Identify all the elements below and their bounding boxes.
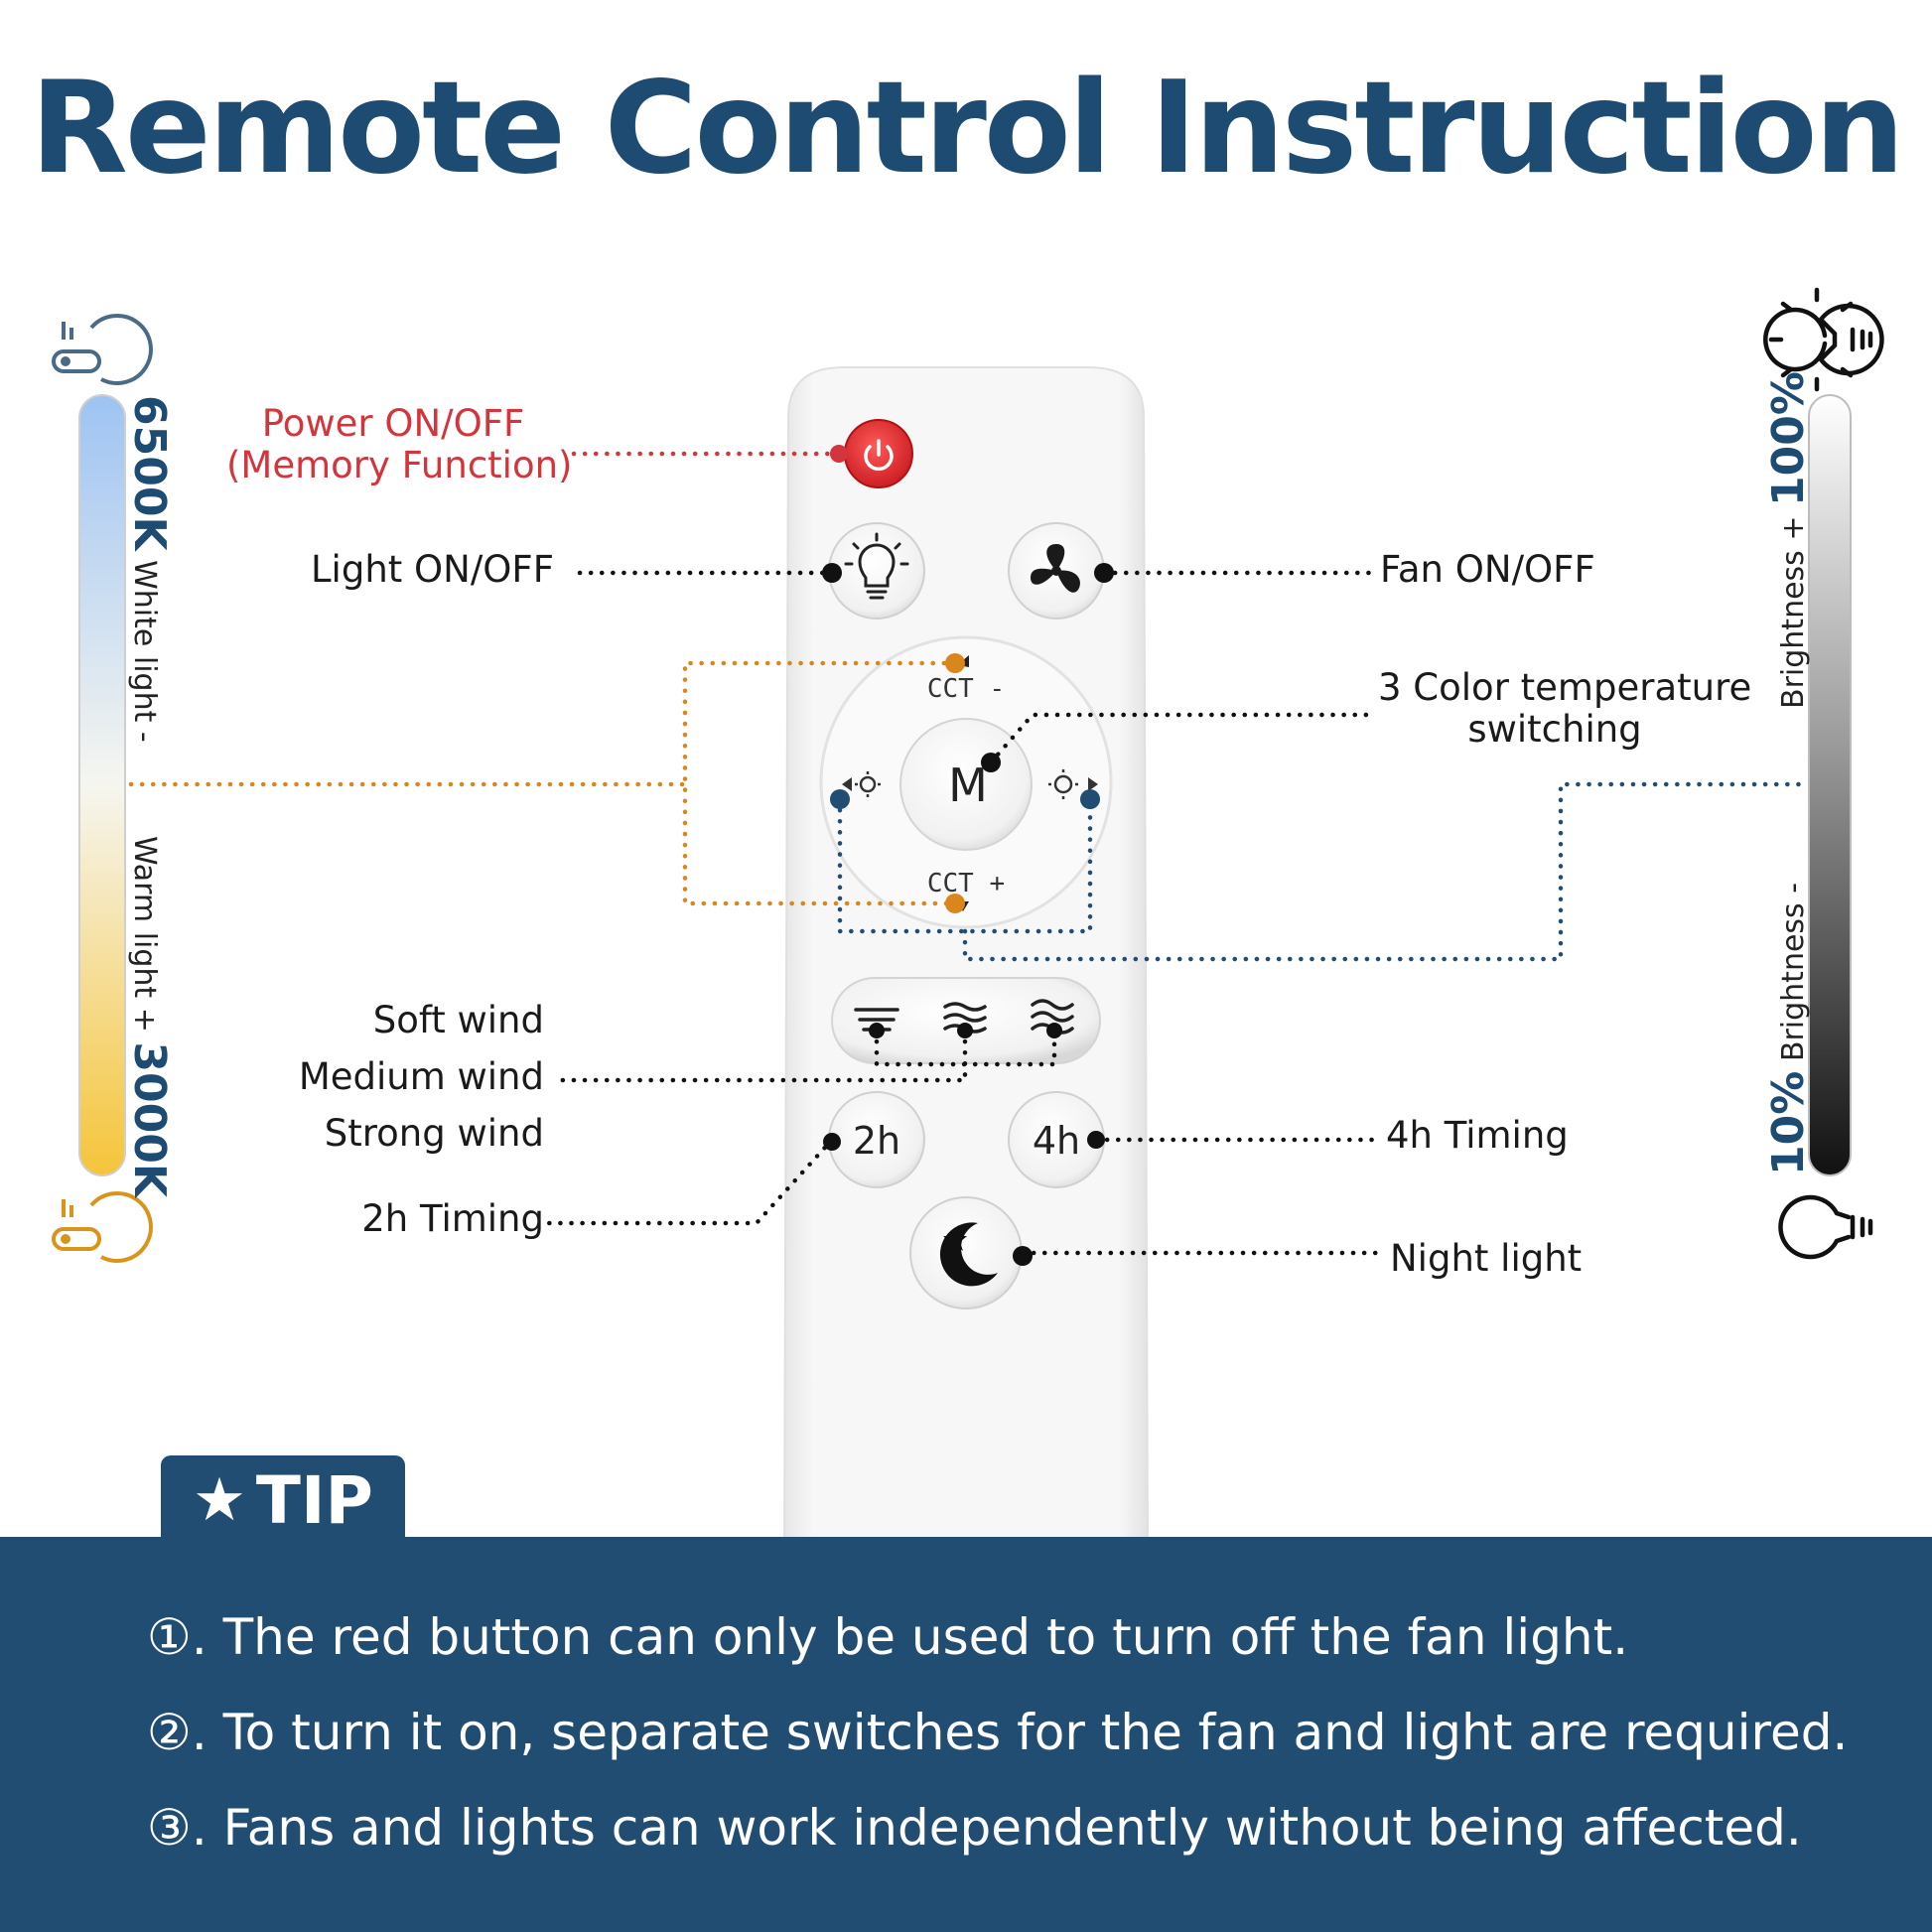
cct-top-caption: 6500K White light - <box>124 395 175 743</box>
brightness-down-button[interactable] <box>842 771 881 797</box>
fan-label: Fan ON/OFF <box>1380 548 1595 591</box>
brightness-top-text: Brightness + <box>1776 515 1811 709</box>
power-label-line2: (Memory Function) <box>226 444 573 486</box>
cool-bulb-icon <box>52 313 153 385</box>
fan-icon <box>1031 544 1080 593</box>
brightness-top-value: 100% <box>1763 371 1814 506</box>
page-title: Remote Control Instruction <box>30 55 1904 203</box>
tip-item-text: . Fans and lights can work independently… <box>191 1799 1802 1857</box>
cct-switch-label-line1: 3 Color temperature <box>1378 666 1752 709</box>
warm-bulb-icon <box>52 1190 153 1263</box>
star-icon: ★ <box>193 1465 246 1535</box>
tip-item-2: ②. To turn it on, separate switches for … <box>147 1704 1848 1761</box>
timing-4h-label: 4h Timing <box>1386 1114 1569 1157</box>
tip-item-number: ③ <box>147 1799 192 1857</box>
cct-switch-label: 3 Color temperature switching <box>1378 666 1752 751</box>
cct-minus-button[interactable]: CCT - <box>927 674 1005 704</box>
sun-small-icon <box>855 771 881 797</box>
tip-panel <box>0 1537 1932 1932</box>
bulb-icon <box>844 532 909 600</box>
tip-item-number: ② <box>147 1704 192 1761</box>
brightness-bottom-value: 10% <box>1763 1070 1814 1175</box>
timer-4h-label: 4h <box>1033 1119 1080 1163</box>
cct-top-text: White light - <box>127 560 162 743</box>
brightness-up-button[interactable] <box>1048 769 1098 799</box>
moon-icon <box>939 1222 998 1287</box>
tip-item-text: . To turn it on, separate switches for t… <box>191 1704 1849 1761</box>
bright-bulb-icon <box>1763 287 1884 392</box>
tip-tab: ★ TIP <box>161 1455 405 1545</box>
color-temperature-bar <box>78 394 126 1176</box>
soft-wind-label: Soft wind <box>372 999 544 1041</box>
cct-bottom-value: 3000K <box>124 1041 175 1197</box>
dim-bulb-icon <box>1778 1194 1873 1260</box>
strong-wind-label: Strong wind <box>324 1112 544 1155</box>
brightness-bottom-text: Brightness - <box>1776 882 1811 1062</box>
power-button[interactable] <box>844 419 913 488</box>
tip-item-3: ③. Fans and lights can work independentl… <box>147 1799 1802 1857</box>
brightness-bottom-caption: 10% Brightness - <box>1763 883 1814 1175</box>
timer-2h-label: 2h <box>853 1119 900 1163</box>
connector-lines <box>128 451 1804 1256</box>
power-icon <box>864 439 894 472</box>
tip-item-text: . The red button can only be used to tur… <box>191 1608 1629 1666</box>
timing-2h-label: 2h Timing <box>361 1197 544 1240</box>
power-label-line1: Power ON/OFF <box>261 402 525 445</box>
connector-dots <box>822 445 1114 1266</box>
sun-large-icon <box>1048 769 1078 799</box>
cct-bottom-caption: Warm light + 3000K <box>124 836 175 1197</box>
light-button[interactable] <box>828 522 925 620</box>
night-light-button[interactable] <box>909 1196 1023 1310</box>
brightness-top-caption: Brightness + 100% <box>1763 371 1814 709</box>
cct-plus-button[interactable]: CCT + <box>927 869 1005 898</box>
cct-top-value: 6500K <box>124 395 175 551</box>
power-label: Power ON/OFF (Memory Function) <box>226 402 573 486</box>
mode-button-label: M <box>948 759 988 812</box>
mode-button[interactable] <box>899 718 1033 851</box>
cct-switch-label-line2: switching <box>1467 708 1642 751</box>
brightness-bar <box>1808 394 1852 1176</box>
fan-button[interactable] <box>1008 522 1105 620</box>
tip-heading: TIP <box>255 1461 373 1539</box>
cct-bottom-text: Warm light + <box>127 836 162 1033</box>
tip-item-number: ① <box>147 1608 192 1666</box>
light-label: Light ON/OFF <box>310 548 554 591</box>
night-light-label: Night light <box>1390 1237 1583 1280</box>
medium-wind-label: Medium wind <box>298 1055 544 1098</box>
tip-item-1: ①. The red button can only be used to tu… <box>147 1608 1628 1666</box>
